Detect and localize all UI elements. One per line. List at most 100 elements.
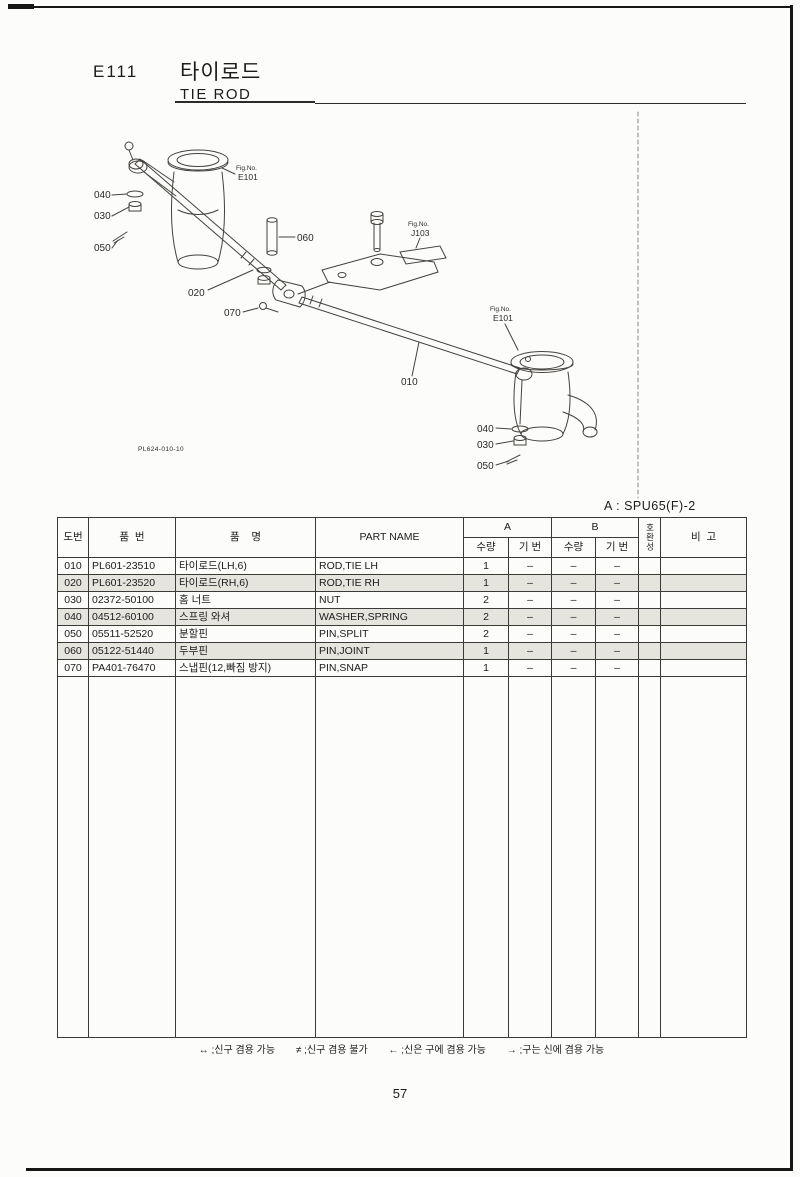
- section-code: E111: [93, 62, 139, 81]
- cell-name-en: WASHER,SPRING: [315, 608, 464, 626]
- col-header-qty-b: 수량: [551, 537, 597, 558]
- cell-part: PA401-76470: [88, 659, 176, 677]
- cell-part: 05122-51440: [88, 642, 176, 660]
- diagram-callouts: 040 030 050 020 060 070 010 040 030 050: [94, 190, 514, 472]
- fig-no-label: Fig.No.: [490, 306, 511, 313]
- cell-part: 04512-60100: [88, 608, 176, 626]
- cell-a-qty: 2: [463, 608, 509, 626]
- cell-name-ko: 타이로드(LH,6): [175, 557, 316, 575]
- right-tie-rod-end-drawing: [505, 367, 533, 465]
- cell-b-qty: –: [551, 574, 597, 592]
- right-knuckle-drawing: [510, 351, 598, 442]
- cell-part: 02372-50100: [88, 591, 176, 609]
- cell-name-en: ROD,TIE LH: [315, 557, 464, 575]
- rod-rh-drawing: [298, 295, 521, 375]
- col-header-compat: 호환성: [638, 517, 662, 558]
- cell-name-ko: 두부핀: [175, 642, 316, 660]
- table-row: 060 05122-51440 두부핀 PIN,JOINT 1 – – –: [57, 642, 748, 660]
- col-header-fig-no: 도번: [57, 517, 89, 558]
- fig-code-j103: J103: [411, 228, 430, 238]
- scan-edge-top-blob: [8, 4, 34, 9]
- fig-no-label: Fig.No.: [408, 221, 429, 228]
- cell-a-qty: 1: [463, 659, 509, 677]
- col-header-part-name: PART NAME: [315, 517, 464, 558]
- cell-b-serial: –: [595, 659, 640, 677]
- left-knuckle-drawing: [128, 149, 229, 270]
- col-header-serial-b: 기 번: [595, 537, 640, 558]
- legend-item: ≠ ;신구 겸용 불가: [295, 1045, 368, 1056]
- cell-part: PL601-23510: [88, 557, 176, 575]
- cell-a-serial: –: [507, 642, 553, 660]
- cell-fig: 050: [57, 625, 89, 643]
- callout-050-right: 050: [477, 461, 494, 472]
- cell-a-qty: 2: [463, 625, 509, 643]
- fig-ref-e101-top: Fig.No. E101: [221, 165, 258, 182]
- left-tie-rod-end-drawing: [112, 141, 144, 244]
- callout-060: 060: [297, 233, 314, 244]
- cell-b-serial: –: [595, 557, 640, 575]
- legend: ↔ ;신구 겸용 가능 ≠ ;신구 겸용 불가 ← ;신은 구에 겸용 가능 →…: [57, 1041, 746, 1056]
- header-rule-short: [175, 101, 315, 103]
- cell-a-serial: –: [507, 659, 553, 677]
- page-title-korean: 타이로드: [180, 61, 262, 84]
- table-empty-region: [57, 676, 748, 1038]
- table-header-row-1: 도번 품 번 품 명 PART NAME A B 호환성 비 고: [57, 517, 748, 558]
- legend-item: ← ;신은 구에 겸용 가능: [388, 1045, 486, 1056]
- rod-lh-drawing: [134, 158, 287, 291]
- cell-name-en: ROD,TIE RH: [315, 574, 464, 592]
- cell-b-serial: –: [595, 591, 640, 609]
- cell-fig: 010: [57, 557, 89, 575]
- callout-010: 010: [401, 377, 418, 388]
- cell-a-qty: 2: [463, 591, 509, 609]
- joint-pin-drawing: [266, 217, 278, 256]
- callout-030-left: 030: [94, 211, 111, 222]
- cell-fig: 060: [57, 642, 89, 660]
- cell-b-serial: –: [595, 574, 640, 592]
- cell-compat: [638, 659, 662, 677]
- cell-compat: [638, 625, 662, 643]
- legend-item: → ;구는 신에 겸용 가능: [506, 1045, 605, 1056]
- table-row: 020 PL601-23520 타이로드(RH,6) ROD,TIE RH 1 …: [57, 574, 748, 592]
- cell-b-serial: –: [595, 608, 640, 626]
- cell-a-qty: 1: [463, 574, 509, 592]
- fig-ref-j103: Fig.No. J103: [408, 221, 430, 238]
- cell-part: PL601-23520: [88, 574, 176, 592]
- callout-020: 020: [188, 288, 205, 299]
- bracket-drawing: [297, 211, 447, 295]
- cell-remarks: [660, 608, 748, 626]
- cell-b-qty: –: [551, 608, 597, 626]
- cell-name-ko: 분할핀: [175, 625, 316, 643]
- cell-name-en: PIN,JOINT: [315, 642, 464, 660]
- cell-remarks: [660, 557, 748, 575]
- callout-040-right: 040: [477, 424, 494, 435]
- cell-b-serial: –: [595, 642, 640, 660]
- scan-edge-right: [790, 5, 793, 1170]
- page-number: 57: [392, 1086, 408, 1101]
- cell-b-qty: –: [551, 557, 597, 575]
- cell-b-qty: –: [551, 659, 597, 677]
- cell-remarks: [660, 642, 748, 660]
- cell-compat: [638, 642, 662, 660]
- model-ref: A : SPU65(F)-2: [604, 499, 696, 513]
- col-header-serial-a: 기 번: [507, 537, 553, 558]
- cell-name-ko: 스프링 와셔: [175, 608, 316, 626]
- cell-remarks: [660, 659, 748, 677]
- center-clevis-drawing: [256, 266, 306, 313]
- cell-a-serial: –: [507, 625, 553, 643]
- cell-b-qty: –: [551, 591, 597, 609]
- tie-rod-diagram: 040 030 050 020 060 070 010 040 030 050 …: [94, 111, 639, 499]
- cell-b-qty: –: [551, 625, 597, 643]
- page-title-english: TIE ROD: [180, 86, 252, 103]
- callout-070: 070: [224, 308, 241, 319]
- cell-b-qty: –: [551, 642, 597, 660]
- cell-name-en: PIN,SPLIT: [315, 625, 464, 643]
- fig-ref-e101-right: Fig.No. E101: [490, 306, 519, 351]
- cell-compat: [638, 591, 662, 609]
- callout-030-right: 030: [477, 440, 494, 451]
- col-header-name-korean: 품 명: [175, 517, 316, 558]
- cell-name-ko: 타이로드(RH,6): [175, 574, 316, 592]
- cell-fig: 040: [57, 608, 89, 626]
- fig-code-e101: E101: [238, 172, 258, 182]
- cell-part: 05511-52520: [88, 625, 176, 643]
